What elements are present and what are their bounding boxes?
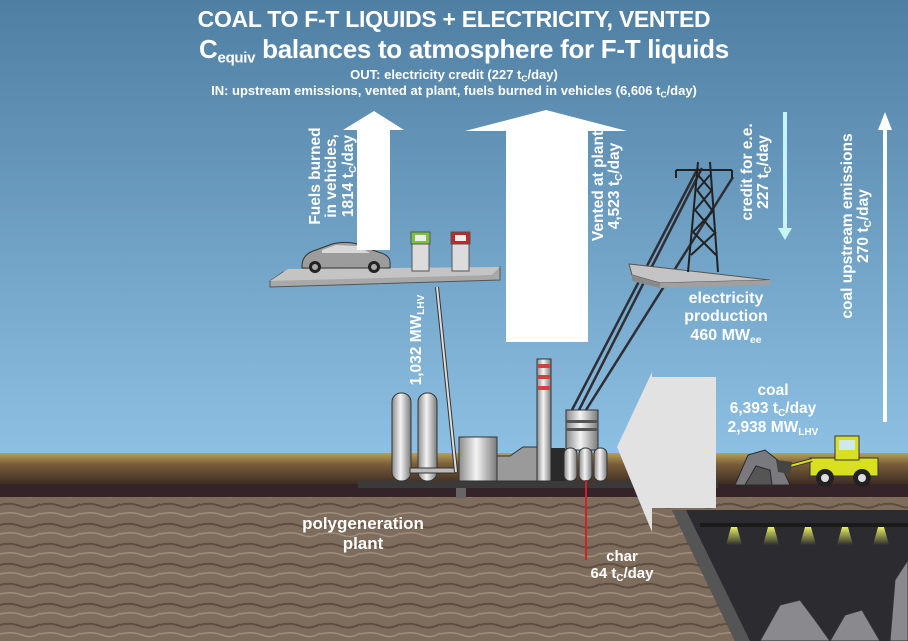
fuels-burned-suffix: /day [339,134,357,166]
coal-energy-sub: LHV [798,427,819,439]
diagram-subtitle: Cequiv balances to atmosphere for F-T li… [0,34,908,67]
plant-base [358,481,718,488]
coal-input-arrow [617,372,716,532]
char-number: 64 t [590,565,617,583]
electricity-line2: production [684,308,768,326]
liquids-power-sub: LHV [416,294,428,315]
vented-line1: Vented at plant [590,130,607,242]
coal-pile-underground [759,559,908,641]
in-prefix: IN: upstream emissions, vented at plant,… [211,83,661,98]
loader-icon [776,435,879,487]
mine-pit [672,510,908,641]
char-sub: C [616,573,624,585]
credit-arrow [778,112,792,240]
tank-1 [391,392,412,482]
in-summary: IN: upstream emissions, vented at plant,… [0,83,908,100]
plant-line2: plant [342,533,384,553]
credit-line1: credit for e.e. [739,123,756,221]
fuel-pump-red-icon [450,231,471,272]
coal-pile-surface [734,449,791,486]
coal-carbon-value: 6,393 tC/day [712,400,834,420]
char-label: char 64 tC/day [574,548,670,584]
liquids-power-label: 1,032 MWLHV [408,290,428,390]
liquids-power-number: 1,032 MW [408,314,425,386]
sky [0,0,908,455]
vented-sub: C [614,173,626,182]
subtitle-equiv: equiv [217,49,256,67]
subtitle-rest: balances to atmosphere for F-T liquids [255,34,729,64]
upstream-sub: C [863,220,875,228]
credit-number: 227 t [755,173,773,209]
coal-input-label: coal 6,393 tC/day 2,938 MWLHV [712,382,834,439]
electricity-value: 460 MWee [656,327,796,347]
subtitle-c: C [199,34,218,64]
vented-at-plant-arrow [465,110,627,342]
electricity-number: 460 MW [690,326,750,344]
mine-lamps [726,527,889,545]
upstream-number: 270 t [855,227,873,263]
credit-sub: C [763,166,775,174]
coal-energy-value: 2,938 MWLHV [712,419,834,439]
char-suffix: /day [623,565,654,583]
in-sub: C [660,89,667,100]
coal-carbon-sub: C [777,407,786,419]
coal-energy-number: 2,938 MW [727,419,799,437]
vented-suffix: /day [606,142,624,174]
upstream-value: 270 tC/day [855,119,875,333]
diagram-title: COAL TO F-T LIQUIDS + ELECTRICITY, VENTE… [197,6,711,32]
transmission-tower-icon [675,161,733,273]
out-summary: OUT: electricity credit (227 tC/day) [0,67,908,84]
electricity-line1: electricity [688,290,764,307]
out-prefix: OUT: electricity credit (227 t [350,67,522,82]
upstream-line1: coal upstream emissions [839,133,856,319]
char-value: 64 tC/day [574,565,670,584]
electricity-platform [628,263,771,288]
reactor-cylinder [458,436,498,482]
vented-value: 4,523 tC/day [606,107,626,265]
upstream-emissions-label: coal upstream emissions 270 tC/day [839,119,875,333]
coal-carbon-suffix: /day [785,399,817,417]
out-suffix: /day) [527,67,558,82]
upstream-emissions-arrow [878,112,892,422]
fuels-burned-sub: C [347,165,359,174]
vented-at-plant-label: Vented at plant 4,523 tC/day [590,107,626,265]
fuels-burned-arrow [343,111,404,250]
coal-line1: coal [757,382,789,399]
out-sub: C [521,73,528,84]
fuels-burned-number: 1814 t [339,173,357,218]
fuel-pump-green-icon [410,231,431,272]
fuels-burned-label: Fuels burned in vehicles, 1814 tC/day [307,108,360,244]
vented-number: 4,523 t [606,181,624,230]
tank-2 [417,392,438,482]
polygeneration-plant-label: polygeneration plant [283,514,443,553]
polygeneration-plant [391,358,608,482]
in-suffix: /day) [666,83,697,98]
credit-label: credit for e.e. 227 tC/day [739,111,775,233]
char-line1: char [606,548,638,565]
electricity-sub: ee [750,334,762,346]
electricity-production-label: electricity production 460 MWee [656,290,796,347]
fuels-burned-line2: in vehicles, [323,134,341,218]
upstream-suffix: /day [855,189,873,221]
plant-line1: polygeneration [302,514,424,533]
credit-value: 227 tC/day [755,111,775,233]
credit-suffix: /day [755,135,773,167]
fuels-burned-value: 1814 tC/day [339,108,360,244]
coal-carbon-number: 6,393 t [729,399,778,417]
fuels-burned-line1: Fuels burned [307,127,324,225]
